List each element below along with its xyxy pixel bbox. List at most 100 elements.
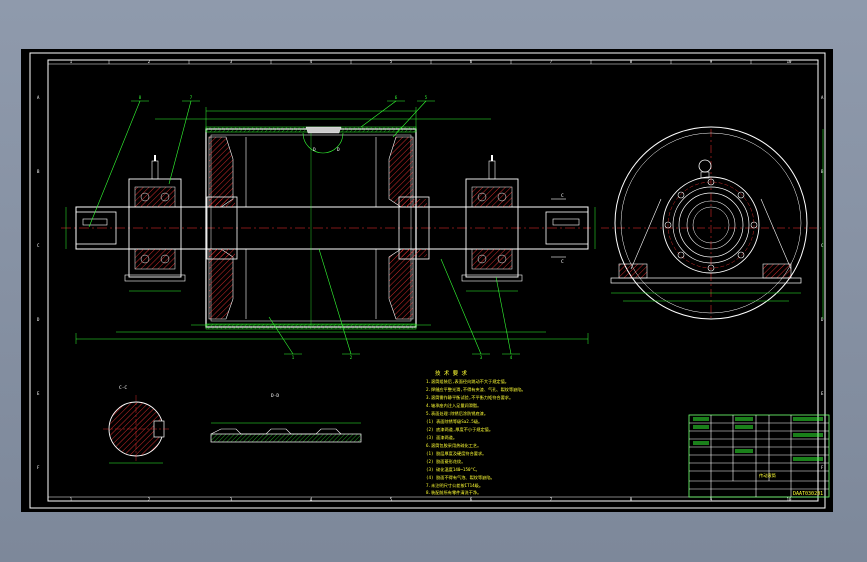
foot-right (762, 263, 792, 279)
pulley-side-view (601, 126, 824, 320)
note-line-4: 4.轴承座内注入足量润滑脂。 (426, 402, 481, 409)
pulley-front-view: 8 7 6 5 1 2 3 4 C C D D (61, 95, 596, 360)
zone-bottom-2: 2 (148, 497, 151, 502)
bolt-holes (664, 178, 758, 272)
left-end-disk-bottom (208, 248, 234, 320)
zone-left-D: D (37, 317, 40, 322)
callout-4: 4 (510, 355, 513, 360)
drum-outer-circle (614, 126, 808, 320)
right-hub (398, 196, 430, 260)
callout-6: 6 (395, 95, 398, 100)
zone-bottom-9: 9 (710, 497, 713, 502)
foot-left (618, 263, 648, 279)
left-hub-hatch-top (209, 199, 235, 207)
zone-top-4: 4 (310, 59, 313, 64)
zone-top-6: 6 (470, 59, 473, 64)
lifting-eye (698, 159, 712, 173)
zone-labels-side: A B C D E F A B C D E F (37, 95, 824, 470)
dimension-lines (65, 107, 596, 344)
technical-notes: 技 术 要 求 1.滚筒组装后,表面径向跳动不大于规定值。 2.焊缝应平整光滑,… (426, 369, 526, 496)
cad-drawing-viewport[interactable]: 1 2 3 4 5 6 7 8 9 10 1 2 3 4 5 6 7 8 9 1… (21, 49, 833, 512)
callout-2: 2 (350, 355, 353, 360)
section-d-d-label: D-D (271, 393, 279, 399)
section-mark-d-left: D (313, 147, 316, 153)
note-line-7: (2) 底漆两道,厚度不小于规定值。 (426, 426, 493, 433)
note-line-11: (2) 胶面菱形花纹。 (426, 458, 465, 465)
drawing-sheet: 1 2 3 4 5 6 7 8 9 10 1 2 3 4 5 6 7 8 9 1… (29, 52, 830, 509)
outer-border (29, 52, 826, 509)
zone-right-F: F (821, 465, 824, 470)
zone-top-3: 3 (230, 59, 233, 64)
left-end-disk (208, 136, 234, 208)
inner-border (47, 59, 819, 502)
left-hub (206, 196, 238, 260)
callout-8: 8 (139, 95, 142, 100)
zone-bottom-7: 7 (550, 497, 553, 502)
section-c-c-label: C-C (119, 385, 127, 391)
zone-top-7: 7 (550, 59, 553, 64)
zone-bottom-8: 8 (630, 497, 633, 502)
shaft-right-end (545, 211, 589, 245)
zone-top-1: 1 (70, 59, 73, 64)
zone-bottom-1: 1 (70, 497, 73, 502)
note-line-10: (1) 胶层厚度及硬度符合要求。 (426, 450, 486, 457)
right-hub-hatch-top (401, 199, 427, 207)
note-line-9: 6.滚筒包胶采用热硫化工艺。 (426, 442, 481, 449)
note-line-5: 5.表面处理:除锈后涂防锈底漆。 (426, 410, 488, 417)
zone-left-B: B (37, 169, 40, 174)
zone-left-F: F (37, 465, 40, 470)
section-mark-c-top: C (561, 193, 564, 199)
right-hub-hatch-bot (401, 249, 427, 257)
zone-bottom-6: 6 (470, 497, 473, 502)
note-line-8: (3) 面漆两道。 (426, 434, 457, 441)
zone-left-A: A (37, 95, 40, 100)
section-mark-d-right: D (337, 147, 340, 153)
callout-leaders (88, 100, 520, 355)
note-line-15: 8.装配前所有零件清洗干净。 (426, 489, 481, 496)
left-hub-hatch-bot (209, 249, 235, 257)
zone-top-8: 8 (630, 59, 633, 64)
callout-5: 5 (425, 95, 428, 100)
zone-top-10: 10 (787, 59, 792, 64)
note-line-13: (4) 胶面不得有气泡、裂纹等缺陷。 (426, 474, 495, 481)
note-line-14: 7.未注明尺寸公差按IT14级。 (426, 482, 483, 489)
callout-3: 3 (480, 355, 483, 360)
right-bearing-housing (461, 155, 523, 282)
zone-right-D: D (821, 317, 824, 322)
note-line-1: 1.滚筒组装后,表面径向跳动不大于规定值。 (426, 378, 509, 385)
callout-1: 1 (292, 355, 295, 360)
zone-left-C: C (37, 243, 40, 248)
lagging-detail-arc (302, 132, 344, 154)
zone-bottom-4: 4 (310, 497, 313, 502)
zone-top-9: 9 (710, 59, 713, 64)
zone-right-A: A (821, 95, 824, 100)
title-block (688, 414, 830, 498)
zone-top-2: 2 (148, 59, 151, 64)
right-keyway (552, 218, 580, 226)
zone-right-B: B (821, 169, 824, 174)
zone-bottom-5: 5 (390, 497, 393, 502)
section-mark-c-bottom: C (561, 259, 564, 265)
zone-left-E: E (37, 391, 40, 396)
title-block-name: 传动滚筒 (759, 472, 776, 479)
zone-right-C: C (821, 243, 824, 248)
zone-labels-top: 1 2 3 4 5 6 7 8 9 10 (48, 59, 818, 65)
note-line-2: 2.焊缝应平整光滑,不得有夹渣、气孔、裂纹等缺陷。 (426, 386, 526, 393)
title-block-drawing-no: DAAT030201 (793, 491, 823, 497)
zone-right-E: E (821, 391, 824, 396)
note-line-6: (1) 表面除锈等级Sa2.5级。 (426, 418, 482, 425)
zone-bottom-10: 10 (787, 497, 792, 502)
shaft-left-end (75, 211, 117, 245)
notes-title: 技 术 要 求 (435, 369, 467, 377)
callout-7: 7 (190, 95, 193, 100)
section-d-d: D-D (210, 393, 362, 443)
section-c-c: C-C (103, 385, 171, 464)
right-end-disk-bottom (388, 248, 414, 320)
zone-bottom-3: 3 (230, 497, 233, 502)
zone-top-5: 5 (390, 59, 393, 64)
note-line-12: (3) 硫化温度140~150°C。 (426, 466, 480, 473)
note-line-3: 3.滚筒需作静平衡试验,不平衡力矩符合要求。 (426, 394, 513, 401)
left-keyway (82, 218, 108, 226)
bearing-bolt-circle (662, 176, 760, 274)
left-bearing-housing (124, 155, 186, 282)
